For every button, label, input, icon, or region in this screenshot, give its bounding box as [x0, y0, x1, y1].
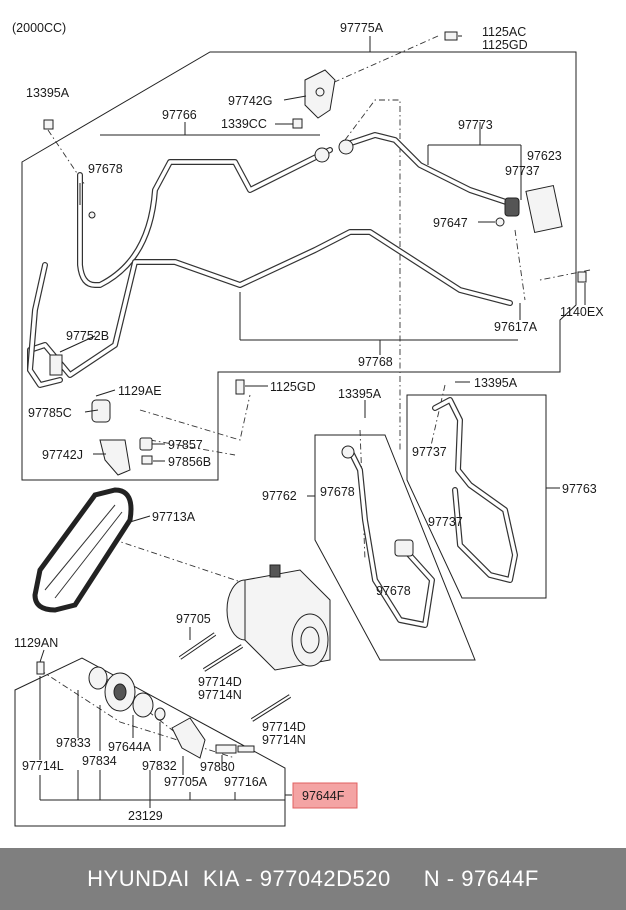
- bolt-1125AC: [444, 31, 458, 41]
- label-97773[interactable]: 97773: [458, 118, 493, 132]
- footer-text: HYUNDAI KIA - 977042D520 N - 97644F: [87, 866, 539, 891]
- label-97833[interactable]: 97833: [56, 736, 91, 750]
- hose-97763-frame: [406, 394, 547, 599]
- label-97856B[interactable]: 97856B: [168, 455, 211, 469]
- bolt-97714D-a: [202, 644, 244, 672]
- engine-note: (2000CC): [12, 21, 66, 35]
- label-1125GD-top[interactable]: 1125GD: [482, 38, 528, 52]
- bolt-97830: [237, 745, 255, 753]
- label-97785C[interactable]: 97785C: [28, 406, 72, 420]
- drive-belt-97713A: [32, 487, 134, 613]
- leader-lines: [39, 35, 586, 808]
- label-1140EX[interactable]: 1140EX: [560, 305, 604, 319]
- pipe-97773: [342, 132, 518, 208]
- label-97617A[interactable]: 97617A: [494, 320, 538, 334]
- bushing-97856B: [141, 455, 153, 465]
- label-97830[interactable]: 97830: [200, 760, 235, 774]
- label-97678-mid[interactable]: 97678: [320, 485, 355, 499]
- label-97737-r2[interactable]: 97737: [428, 515, 463, 529]
- label-97623[interactable]: 97623: [527, 149, 562, 163]
- part-number-footer: HYUNDAI KIA - 977042D520 N - 97644F: [0, 848, 626, 910]
- nut-1339CC: [292, 118, 303, 129]
- oring-97647: [495, 217, 505, 227]
- grommet-97857: [139, 437, 153, 451]
- cap-97832: [154, 707, 166, 721]
- label-13395A-right[interactable]: 13395A: [474, 376, 518, 390]
- washer-97833: [88, 666, 108, 690]
- pipe-97768: [27, 229, 513, 378]
- receiver-drier: [525, 184, 563, 234]
- bracket-97742J: [99, 439, 131, 476]
- label-97714N-a[interactable]: 97714N: [198, 688, 242, 702]
- label-1129AN[interactable]: 1129AN: [14, 636, 58, 650]
- label-97766[interactable]: 97766: [162, 108, 197, 122]
- label-97705A[interactable]: 97705A: [164, 775, 208, 789]
- bracket-97705A: [171, 717, 206, 759]
- label-97742J[interactable]: 97742J: [42, 448, 83, 462]
- label-97678-top[interactable]: 97678: [88, 162, 123, 176]
- bolt-1125GD-mid: [235, 379, 245, 395]
- label-97714N-b[interactable]: 97714N: [262, 733, 306, 747]
- label-1129AE[interactable]: 1129AE: [118, 384, 162, 398]
- label-97832[interactable]: 97832: [142, 759, 177, 773]
- label-97775A[interactable]: 97775A: [340, 21, 384, 35]
- label-1339CC[interactable]: 1339CC: [221, 117, 267, 131]
- oring-97678: [88, 211, 96, 219]
- bolt-97714D-b: [250, 694, 292, 722]
- label-97857[interactable]: 97857: [168, 438, 203, 452]
- label-13395A-mid[interactable]: 13395A: [338, 387, 382, 401]
- label-97763[interactable]: 97763: [562, 482, 597, 496]
- part-labels: (2000CC) 97775A 1125AC 1125GD 13395A 977…: [12, 21, 604, 823]
- label-1125AC[interactable]: 1125AC: [482, 25, 526, 39]
- label-13395A-left[interactable]: 13395A: [26, 86, 70, 100]
- label-97644A[interactable]: 97644A: [108, 740, 152, 754]
- bolt-97705: [178, 632, 217, 660]
- hose-97762-frame: [314, 434, 476, 661]
- upper-assembly-frame: [21, 51, 577, 481]
- fitting: [504, 197, 520, 217]
- label-97714D-b[interactable]: 97714D: [262, 720, 306, 734]
- bolt-1129AN: [36, 661, 45, 675]
- label-97834[interactable]: 97834: [82, 754, 117, 768]
- label-97737-top[interactable]: 97737: [505, 164, 540, 178]
- label-97742G[interactable]: 97742G: [228, 94, 272, 108]
- adjuster-97716A: [215, 744, 237, 754]
- guide-lines: [329, 35, 439, 85]
- label-97644F[interactable]: 97644F: [302, 789, 345, 803]
- highlighted-part-box[interactable]: [292, 782, 358, 809]
- label-97714L[interactable]: 97714L: [22, 759, 64, 773]
- parts-diagram: (2000CC) 97775A 1125AC 1125GD 13395A 977…: [12, 21, 604, 827]
- label-97678-low[interactable]: 97678: [376, 584, 411, 598]
- compressor: [226, 564, 331, 671]
- hose-97763: [432, 397, 518, 583]
- label-97752B[interactable]: 97752B: [66, 329, 109, 343]
- label-97647[interactable]: 97647: [433, 216, 468, 230]
- pulley-97644A: [132, 692, 154, 718]
- label-97716A[interactable]: 97716A: [224, 775, 268, 789]
- label-97714D-a[interactable]: 97714D: [198, 675, 242, 689]
- label-97762[interactable]: 97762: [262, 489, 297, 503]
- service-valve: [49, 354, 63, 376]
- pipe-97752B: [27, 262, 63, 388]
- label-97737-r1[interactable]: 97737: [412, 445, 447, 459]
- label-1125GD-mid[interactable]: 1125GD: [270, 380, 316, 394]
- label-97768[interactable]: 97768: [358, 355, 393, 369]
- label-97713A[interactable]: 97713A: [152, 510, 196, 524]
- label-97705[interactable]: 97705: [176, 612, 211, 626]
- nut-13395A-left: [43, 119, 54, 130]
- fitting-97742G: [314, 147, 330, 163]
- tensioner-frame: [14, 657, 286, 827]
- hose-97762: [341, 445, 435, 628]
- pipe-97766: [77, 147, 333, 288]
- bolt-1140EX: [577, 271, 587, 283]
- label-23129[interactable]: 23129: [128, 809, 163, 823]
